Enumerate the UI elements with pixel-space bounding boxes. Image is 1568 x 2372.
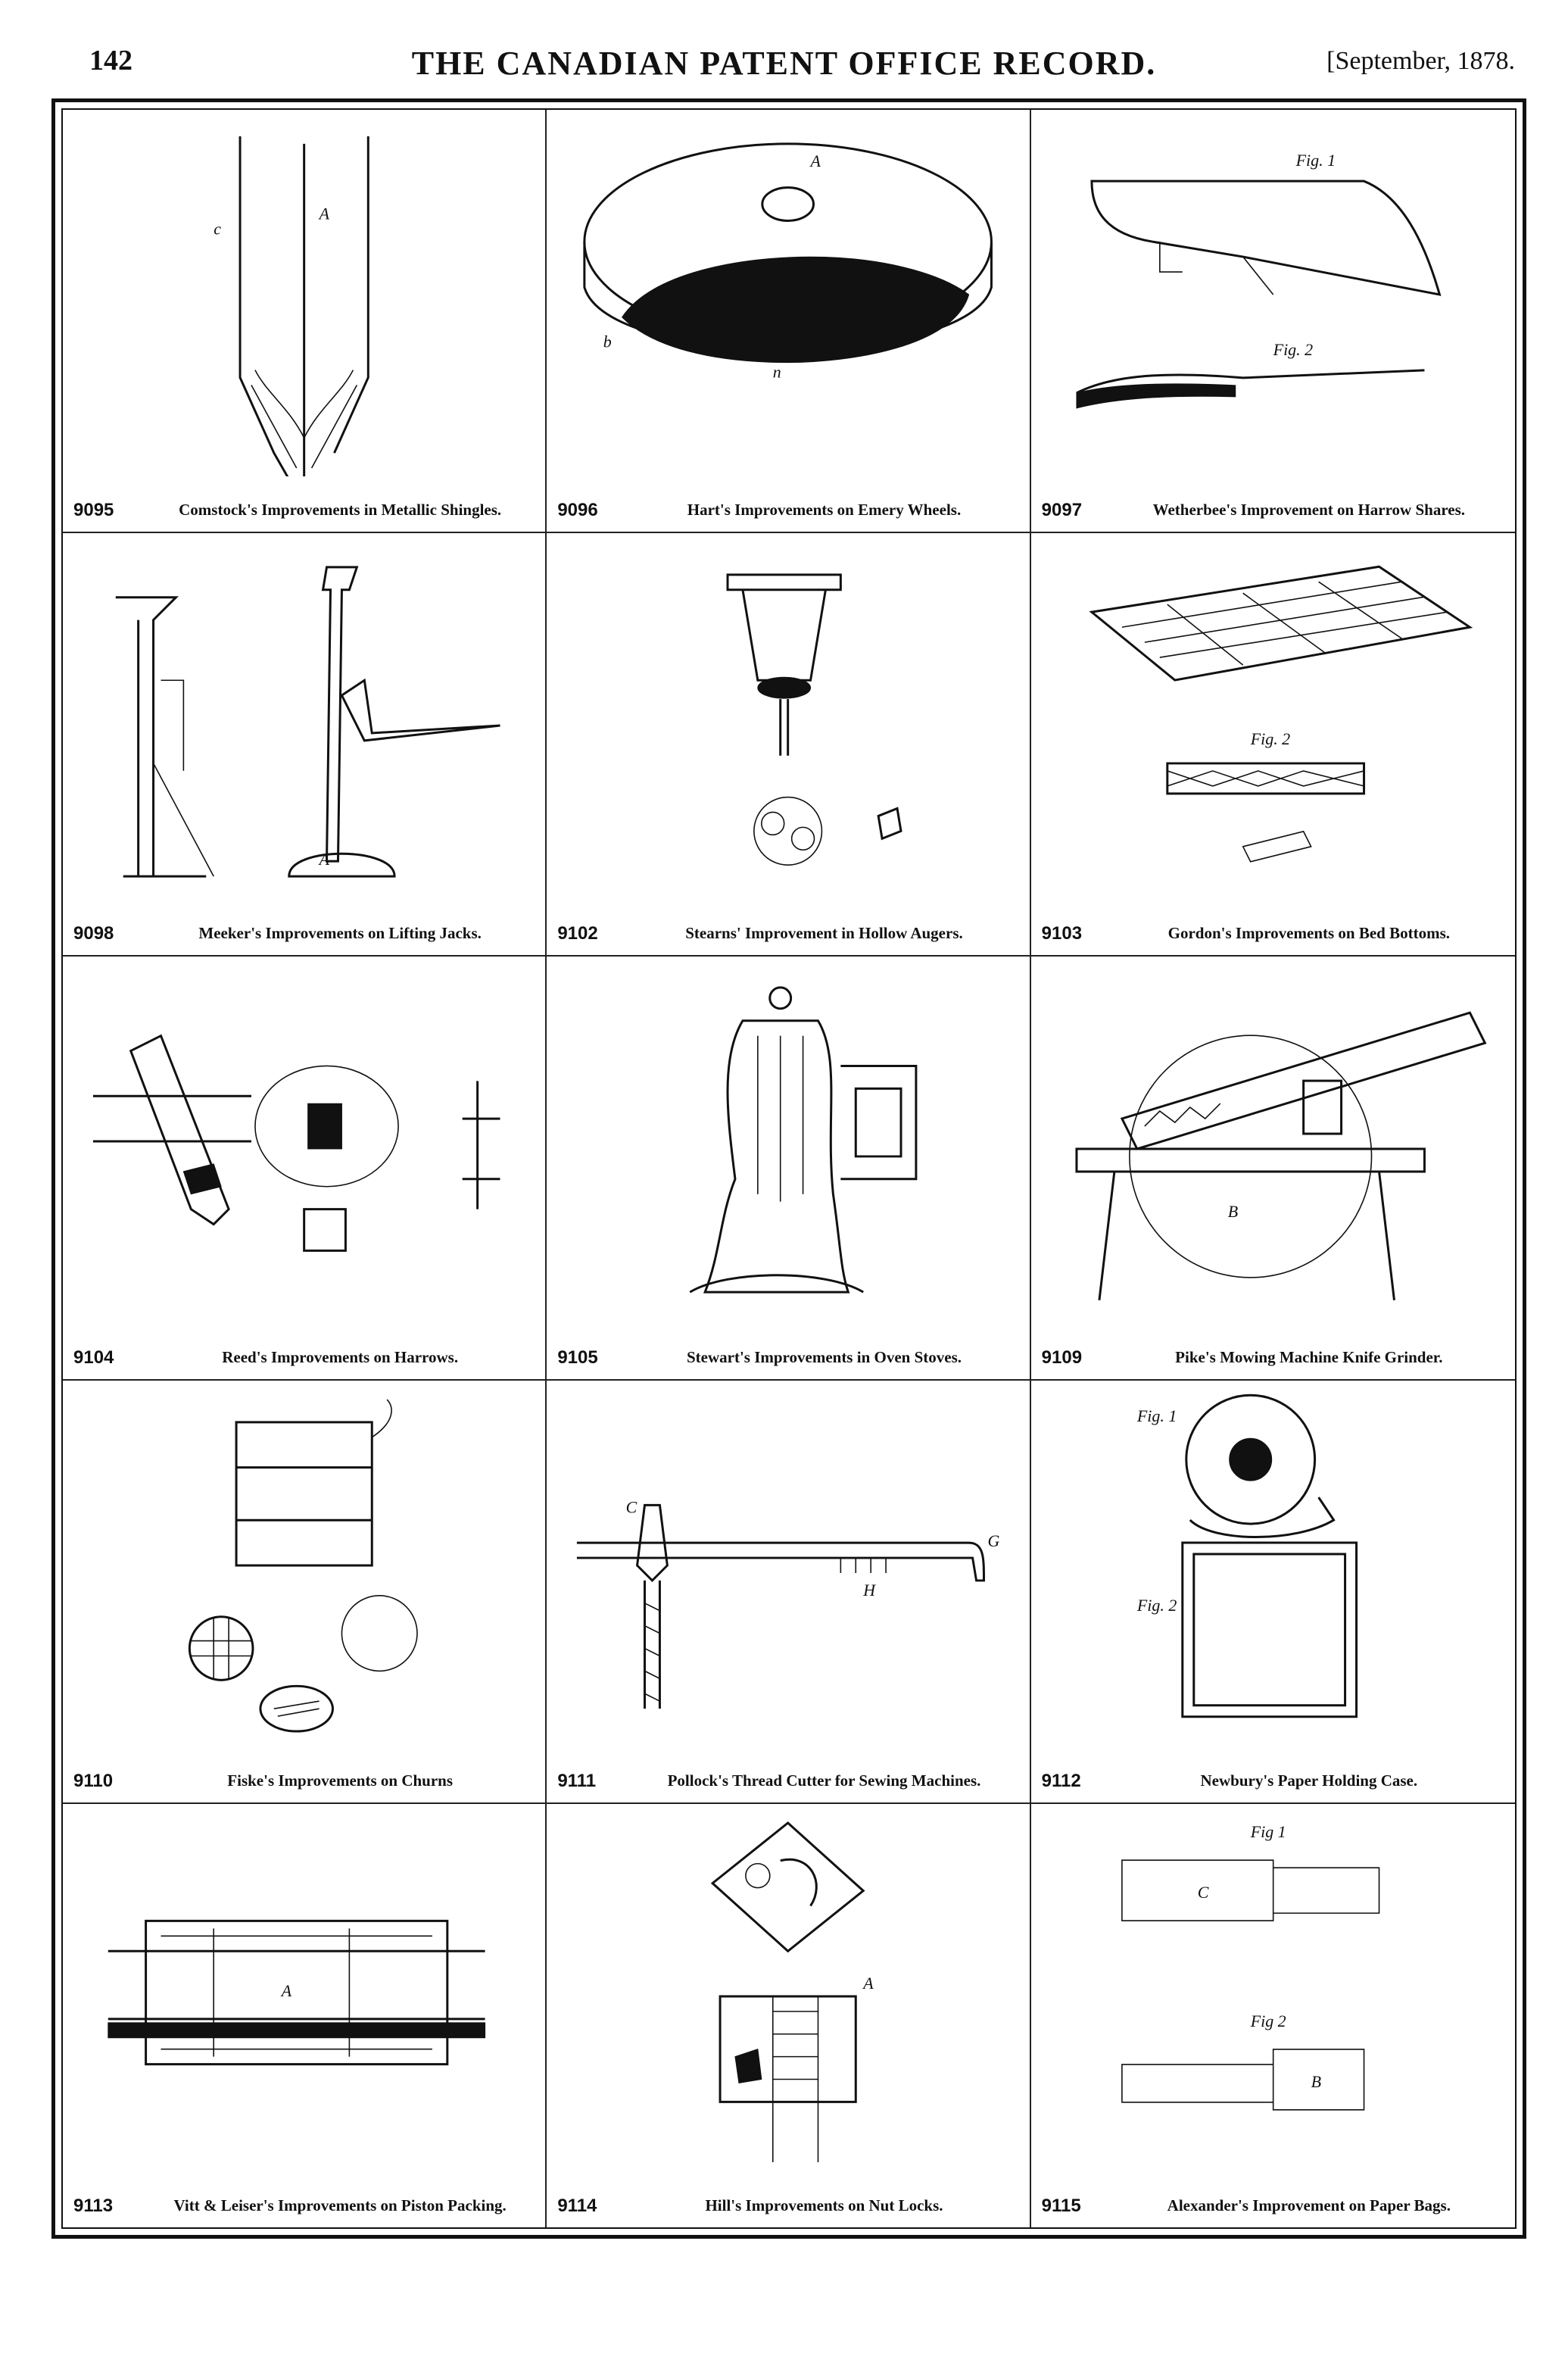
patent-title: Wetherbee's Improvement on Harrow Shares… bbox=[1152, 501, 1466, 520]
emery-wheel-figure: Ab n bbox=[583, 142, 993, 382]
patent-title: Stewart's Improvements in Oven Stoves. bbox=[686, 1347, 962, 1366]
svg-text:n: n bbox=[773, 363, 781, 382]
svg-text:C: C bbox=[1197, 1883, 1208, 1902]
harrow-figure bbox=[92, 1034, 500, 1253]
patent-cell: 9110 Fiske's Improvements on Churns bbox=[63, 1380, 547, 1804]
patent-title: Pike's Mowing Machine Knife Grinder. bbox=[1175, 1347, 1443, 1366]
harrow-share-figure: Fig. 1 Fig. 2 bbox=[1075, 151, 1442, 409]
patent-number: 9097 bbox=[1041, 500, 1083, 521]
hollow-auger-figure bbox=[726, 573, 902, 866]
nut-lock-figure: A bbox=[711, 1821, 874, 2162]
patent-number: 9096 bbox=[557, 500, 598, 521]
patent-cell: Fig 1 Fig 2 C B 9115 Alexander's Improvemen… bbox=[1031, 1804, 1515, 2227]
svg-text:A: A bbox=[280, 1981, 292, 2000]
svg-text:A: A bbox=[862, 1974, 874, 1993]
patent-cell: Fig. 1 Fig. 2 9112 Newbury's Paper Holding… bbox=[1030, 1381, 1515, 1804]
svg-text:Fig. 2: Fig. 2 bbox=[1272, 340, 1312, 359]
svg-text:Fig. 2: Fig. 2 bbox=[1249, 729, 1289, 748]
svg-text:H: H bbox=[863, 1580, 877, 1599]
patent-number: 9103 bbox=[1041, 923, 1083, 944]
patent-title: Meeker's Improvements on Lifting Jacks. bbox=[198, 924, 482, 943]
svg-text:B: B bbox=[1227, 1202, 1237, 1221]
patent-title: Hill's Improvements on Nut Locks. bbox=[705, 2196, 943, 2214]
patent-cell: B 9109 Pike's Mowing Machine Knife Grinde… bbox=[1030, 957, 1515, 1381]
knife-grinder-figure: B bbox=[1075, 1011, 1487, 1301]
patent-cell: A 9113 Vitt & Leiser's Improvements on Pi… bbox=[63, 1803, 547, 2227]
patent-title: Fiske's Improvements on Churns bbox=[227, 1771, 454, 1790]
patent-title: Pollock's Thread Cutter for Sewing Machi… bbox=[667, 1771, 981, 1790]
page-number: 142 bbox=[89, 45, 132, 76]
patent-cell: A 9114 Hill's Improvements on Nut Locks. bbox=[547, 1803, 1031, 2227]
patent-title: Comstock's Improvements in Metallic Shin… bbox=[179, 501, 502, 520]
svg-text:C: C bbox=[626, 1497, 637, 1516]
patent-cell: 9104 Reed's Improvements on Harrows. bbox=[63, 957, 547, 1381]
svg-text:A: A bbox=[318, 850, 330, 869]
page-header: 142 THE CANADIAN PATENT OFFICE RECORD. [… bbox=[0, 44, 1568, 89]
patent-title: Hart's Improvements on Emery Wheels. bbox=[687, 501, 962, 520]
patent-number: 9095 bbox=[73, 500, 114, 521]
paper-bag-figure: Fig 1 Fig 2 C B bbox=[1121, 1822, 1379, 2111]
oven-stove-figure bbox=[689, 986, 918, 1294]
patent-number: 9105 bbox=[557, 1347, 598, 1368]
patent-number: 9110 bbox=[73, 1770, 114, 1791]
svg-text:c: c bbox=[214, 219, 221, 238]
patent-title: Gordon's Improvements on Bed Bottoms. bbox=[1167, 924, 1451, 943]
svg-text:Fig 2: Fig 2 bbox=[1249, 2012, 1286, 2030]
patent-number: 9104 bbox=[73, 1347, 114, 1368]
lifting-jack-figure: A bbox=[115, 566, 500, 878]
paper-case-figure: Fig. 1 Fig. 2 bbox=[1136, 1394, 1358, 1718]
patent-cell: A 9098 Meeker's Improvements on Lifting J… bbox=[63, 533, 547, 957]
svg-text:Fig. 1: Fig. 1 bbox=[1295, 151, 1335, 170]
patent-title: Vitt & Leiser's Improvements on Piston P… bbox=[173, 2196, 507, 2214]
patent-title: Reed's Improvements on Harrows. bbox=[222, 1347, 459, 1366]
svg-text:Fig 1: Fig 1 bbox=[1249, 1822, 1286, 1841]
patent-cell: Fig. 1 Fig. 2 9097 Wetherbee's Improvement… bbox=[1030, 110, 1515, 534]
patent-number: 9115 bbox=[1041, 2196, 1081, 2216]
churn-figure bbox=[188, 1399, 418, 1733]
patent-cell: C G H 9111 Pollock's Thread Cutter for Sewi… bbox=[547, 1380, 1031, 1804]
page-title: THE CANADIAN PATENT OFFICE RECORD. bbox=[411, 45, 1157, 82]
patent-title: Newbury's Paper Holding Case. bbox=[1200, 1771, 1418, 1790]
patent-number: 9109 bbox=[1041, 1347, 1083, 1368]
patent-number: 9098 bbox=[73, 923, 114, 944]
patent-cell: 9102 Stearns' Improvement in Hollow Auger… bbox=[547, 533, 1031, 957]
patent-cell: 9105 Stewart's Improvements in Oven Stove… bbox=[547, 957, 1031, 1381]
svg-text:G: G bbox=[988, 1531, 1000, 1550]
svg-text:Fig. 2: Fig. 2 bbox=[1136, 1596, 1177, 1615]
shingle-figure: Ac bbox=[214, 136, 369, 476]
thread-cutter-figure: C G H bbox=[577, 1497, 1000, 1709]
piston-packing-figure: A bbox=[108, 1919, 486, 2065]
svg-text:Fig. 1: Fig. 1 bbox=[1136, 1406, 1177, 1425]
patent-number: 9112 bbox=[1041, 1770, 1081, 1791]
bed-bottom-figure: Fig. 2 bbox=[1089, 565, 1473, 863]
patent-number: 9114 bbox=[557, 2196, 597, 2216]
issue-date: [September, 1878. bbox=[1326, 47, 1515, 75]
patent-title: Stearns' Improvement in Hollow Augers. bbox=[685, 924, 963, 943]
patent-cell: Fig. 2 9103 Gordon's Improvements on Bed … bbox=[1030, 533, 1515, 957]
patent-title: Alexander's Improvement on Paper Bags. bbox=[1167, 2196, 1451, 2214]
patent-number: 9113 bbox=[73, 2196, 114, 2216]
patent-number: 9111 bbox=[557, 1770, 597, 1791]
svg-text:b: b bbox=[603, 332, 612, 351]
svg-text:A: A bbox=[809, 151, 821, 170]
svg-text:A: A bbox=[318, 204, 330, 223]
patent-number: 9102 bbox=[557, 923, 598, 944]
svg-text:B: B bbox=[1311, 2072, 1320, 2091]
